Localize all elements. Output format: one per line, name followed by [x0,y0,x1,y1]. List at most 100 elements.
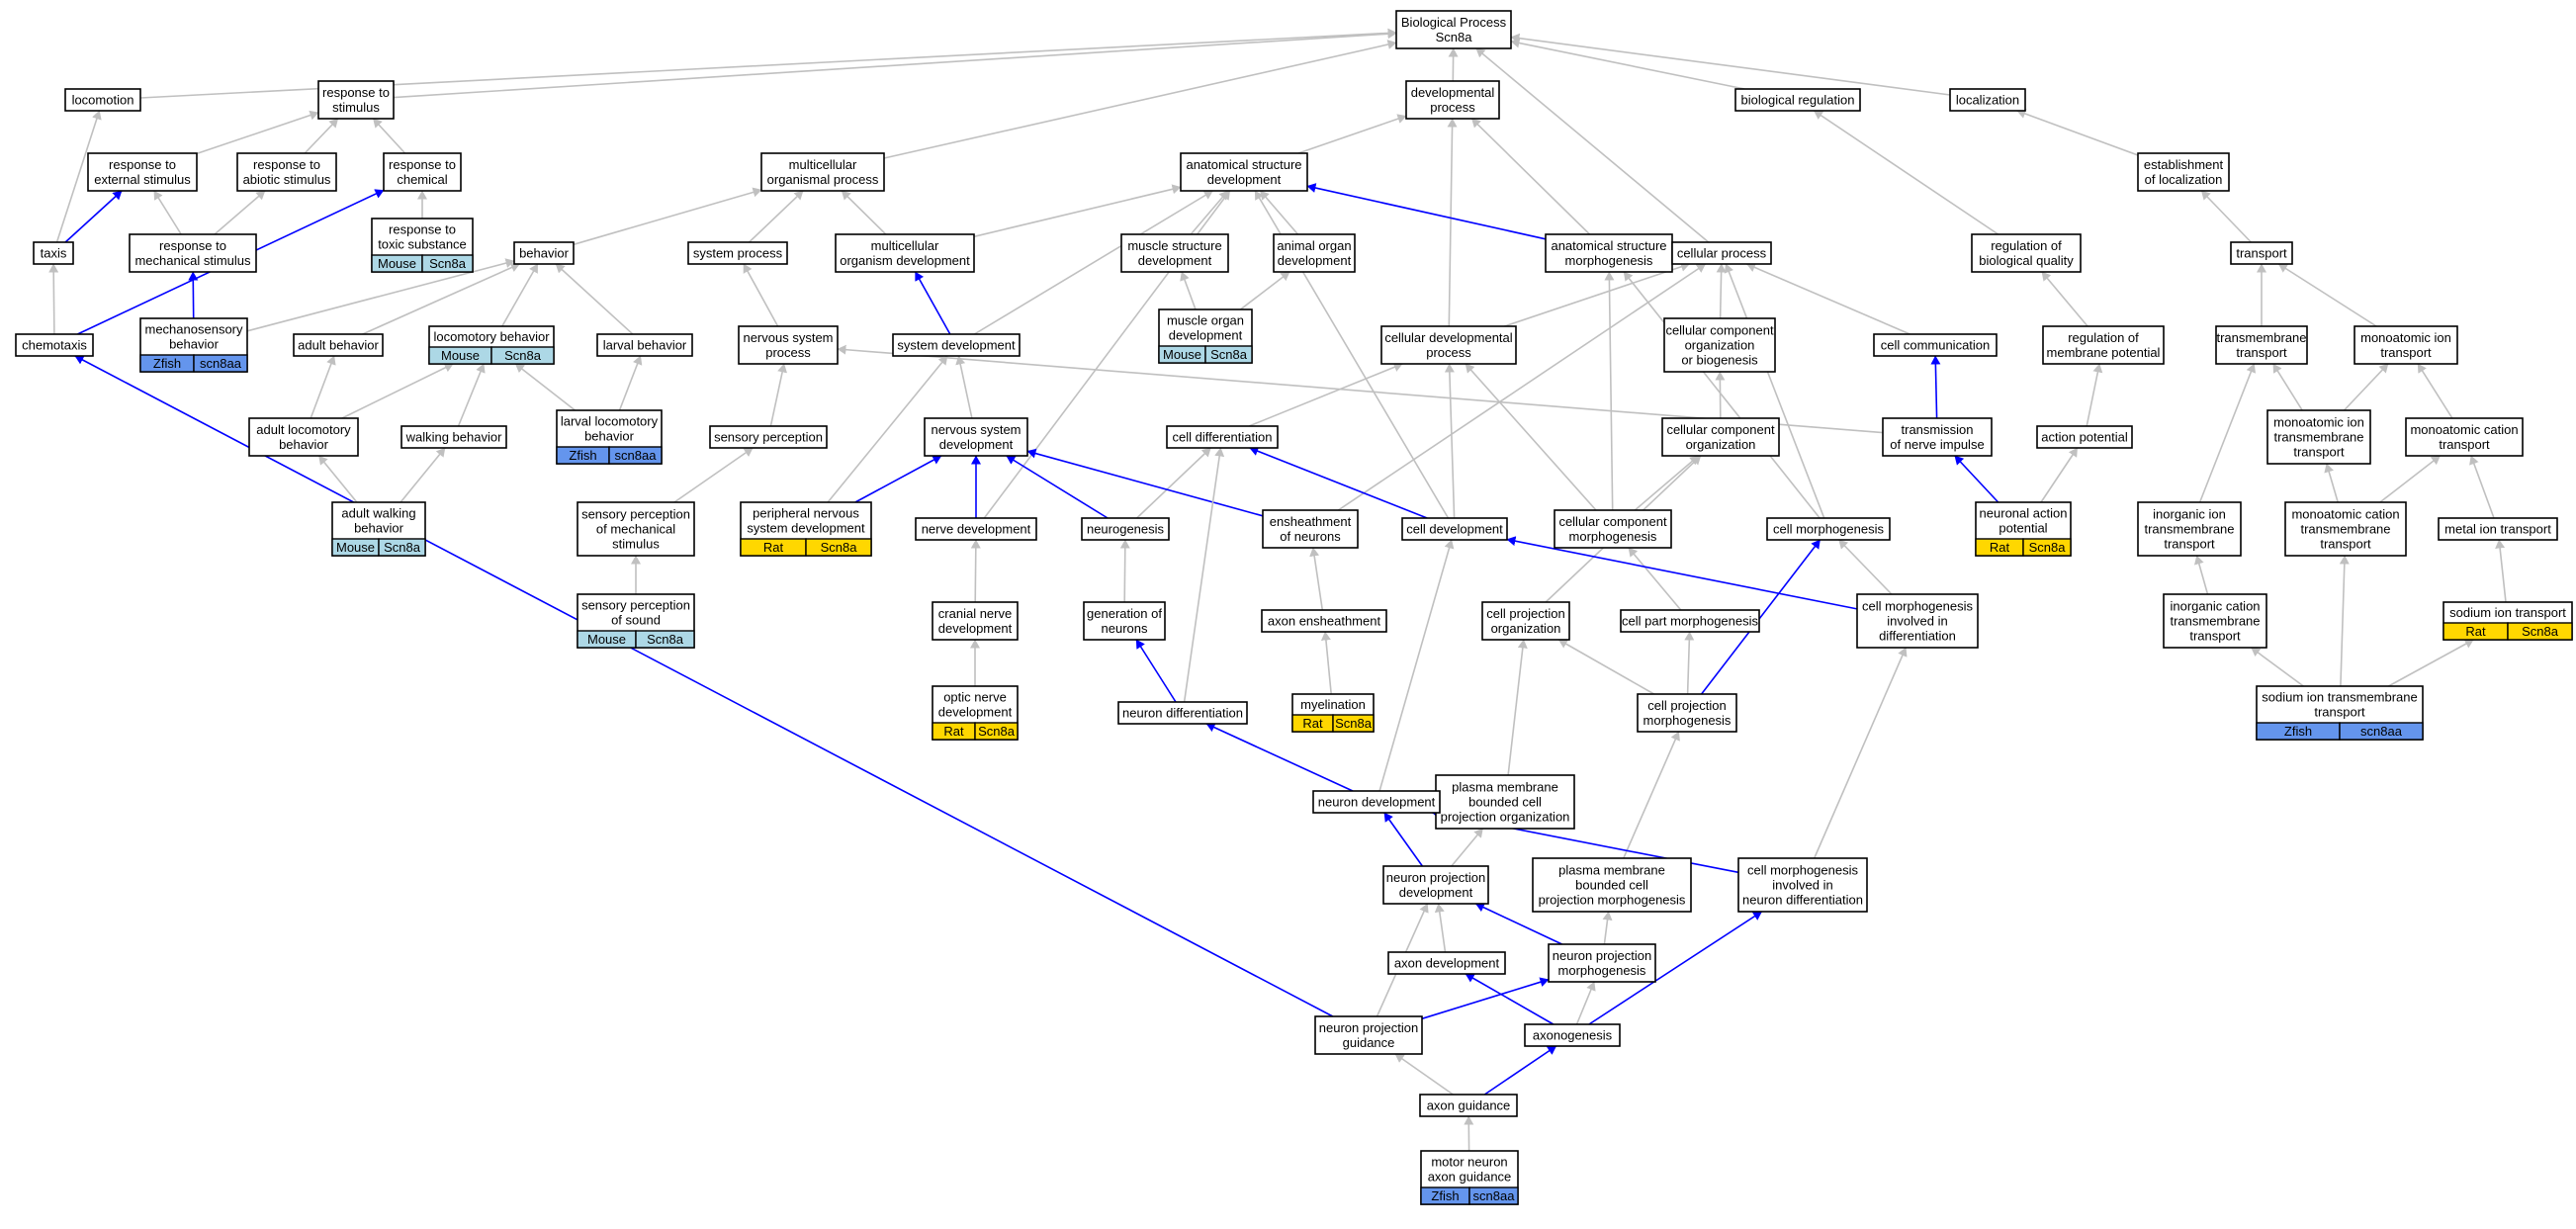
species-label: Rat [763,540,784,555]
node-label-line: monoatomic ion [2360,330,2451,345]
node-cell-morph[interactable]: cell morphogenesis [1766,517,1891,541]
node-transport[interactable]: transport [2230,241,2293,265]
node-system-dev[interactable]: system development [892,333,1021,357]
node-adult-beh[interactable]: adult behavior [293,333,384,357]
edge-sens_mech-to-sensory_perc [673,447,754,503]
node-taxis[interactable]: taxis [33,241,74,265]
node-larval-beh[interactable]: larval behavior [596,333,693,357]
node-axon-guidance[interactable]: axon guidance [1419,1094,1518,1117]
edge-cc_org_bio-to-cell_process [1716,263,1727,319]
node-action-pot[interactable]: action potential [2036,425,2133,449]
node-cell-dev[interactable]: cell development [1401,517,1508,541]
node-locomotion[interactable]: locomotion [64,88,141,112]
node-system-process[interactable]: system process [687,241,788,265]
node-chemotaxis[interactable]: chemotaxis [15,333,94,357]
node-neuron-diff[interactable]: neuron differentiation [1117,701,1248,725]
node-box [596,333,693,357]
node-metal-ion[interactable]: metal ion transport [2438,517,2558,541]
node-axon-dev[interactable]: axon development [1387,951,1506,975]
node-cell-comm[interactable]: cell communication [1873,333,1998,357]
node-nerve-dev[interactable]: nerve development [915,517,1037,541]
node-axonogenesis[interactable]: axonogenesis [1524,1023,1621,1047]
gene-label: Scn8a [978,724,1016,739]
node-sensory-perc[interactable]: sensory perception [709,425,828,449]
node-walking[interactable]: walking behavior [400,425,507,449]
node-label-line: organization [1685,338,1755,353]
node-box [1524,1023,1621,1047]
node-cell-part-morph[interactable]: cell part morphogenesis [1620,609,1760,633]
node-behavior[interactable]: behavior [513,241,575,265]
gene-badge [1332,714,1375,733]
node-box [835,233,975,273]
node-localization[interactable]: localization [1949,88,2026,112]
node-label-line: neurons [1102,621,1148,636]
node-cell-process[interactable]: cellular process [1671,241,1772,265]
node-bioreg[interactable]: biological regulation [1734,88,1861,112]
node-cell-diff[interactable]: cell differentiation [1166,425,1279,449]
node-axon-ensheath[interactable]: axon ensheathment [1261,609,1387,633]
node-neurogenesis[interactable]: neurogenesis [1081,517,1170,541]
node-label-line: plasma membrane [1558,863,1665,878]
edge-bioreg-to-root [1510,38,1745,90]
node-neuron-dev[interactable]: neuron development [1312,790,1441,814]
